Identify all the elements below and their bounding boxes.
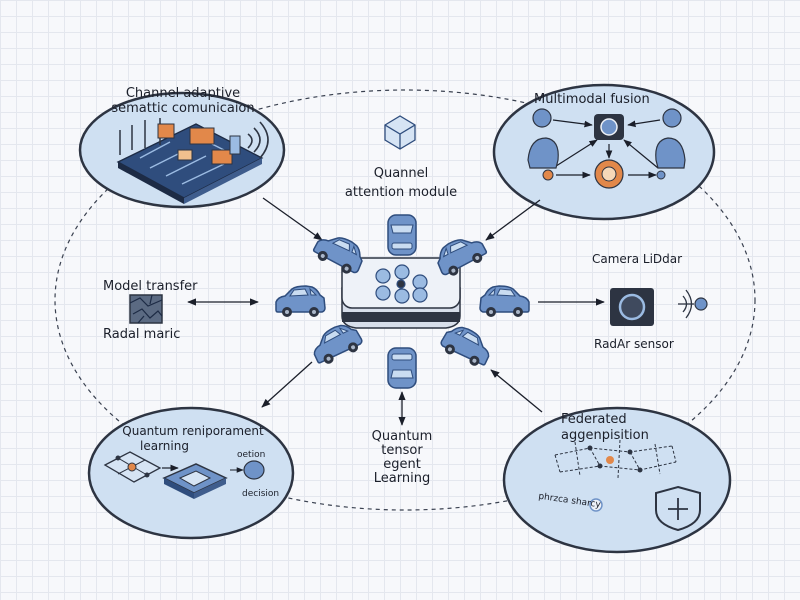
quannel-line2: attention module: [344, 185, 458, 200]
quantum-lattice-icon: [103, 451, 162, 483]
hub-nodes-icon: [375, 264, 428, 304]
central-hub: [341, 257, 461, 329]
attention-cube-icon: [384, 115, 416, 150]
qt-line1: Quantum: [371, 429, 433, 444]
qrl-line2: learning: [140, 439, 189, 453]
arrow-channel-to-hub: [262, 197, 323, 241]
federated-line1: Federated: [561, 412, 627, 427]
channel-adaptive-line1: Channel adaptive: [125, 86, 241, 101]
channel-adaptive-title: Channel adaptive semattic comunicaion: [108, 86, 258, 116]
channel-adaptive-line2: semattic comunicaion: [111, 101, 255, 116]
federated-graph-icon: [554, 439, 677, 479]
arrow-fusion-to-hub: [485, 199, 541, 241]
qrl-option-label: oetion: [237, 450, 266, 460]
camera-lidar-label: Camera LiDdar: [592, 252, 683, 266]
multimodal-fusion-title: Multimodal fusion: [534, 92, 650, 107]
decision-node-icon: [230, 460, 265, 480]
network-boundary: [54, 89, 756, 511]
quannel-attention-label: Quannel attention module: [338, 166, 464, 200]
qrl-decision-label: decision: [242, 489, 280, 499]
federated-line2: aggenpisition: [561, 428, 649, 443]
radal-maric-label: Radal maric: [103, 327, 181, 342]
car-bottom: [387, 347, 417, 389]
qt-line4: Learning: [373, 471, 431, 486]
car-left: [275, 285, 326, 318]
security-shield-icon: [655, 485, 701, 532]
privacy-token-icon: [589, 498, 603, 512]
arrow-hub-to-quantum-rl: [261, 361, 313, 408]
car-right: [479, 285, 530, 318]
camera-sensor-icon: [610, 288, 654, 326]
qt-line2: tensor: [381, 443, 423, 458]
circuit-board-icon: [116, 118, 269, 204]
car-top: [387, 214, 417, 256]
radar-sensor-label: RadAr sensor: [594, 337, 674, 351]
qrl-line1: Quantum reniporament: [122, 424, 264, 438]
decision-block-icon: [162, 463, 228, 499]
federated-nodes: [587, 445, 643, 473]
quannel-line1: Quannel: [373, 166, 429, 181]
model-transfer-label: Model transfer: [103, 279, 198, 294]
federated-title: Federated aggenpisition: [561, 412, 649, 444]
lidar-wave-icon: [678, 289, 708, 319]
radar-map-icon: [129, 294, 163, 324]
arrow-federated-to-hub: [490, 369, 543, 413]
fusion-network-icon: [527, 108, 686, 189]
quantum-tensor-label: Quantum tensor egent Learning: [350, 430, 454, 486]
quantum-reinforcement-title: Quantum reniporament learning: [100, 424, 286, 454]
qt-line3: egent: [383, 457, 421, 472]
